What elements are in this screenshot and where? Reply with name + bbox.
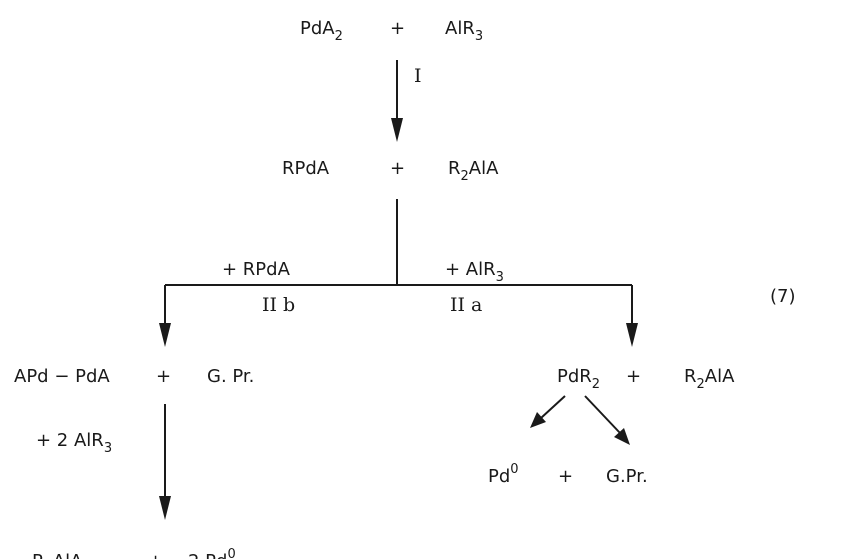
- left-step-2-arrowhead: [159, 496, 171, 520]
- branch-left-step-label: II b: [262, 294, 295, 316]
- step-1-arrowhead: [391, 118, 403, 142]
- decomp-pd0: Pd0: [488, 462, 519, 487]
- plus-sign: +: [390, 18, 405, 39]
- decomp-left-arrow-shaft: [540, 395, 566, 419]
- branch-left-reagent: + RPdA: [222, 259, 291, 280]
- branch-right-reagent: + AlR3: [445, 259, 504, 285]
- plus-sign: +: [156, 366, 171, 387]
- branch-right-arrowhead: [626, 323, 638, 347]
- final-pd0: 2 Pd0: [188, 547, 236, 559]
- plus-sign: +: [626, 366, 641, 387]
- reactant-pdcl2: PdA2: [300, 18, 343, 44]
- intermediate-r2ala: R2AlA: [448, 158, 499, 184]
- decomp-gas: G.Pr.: [606, 466, 648, 487]
- step-1-label: I: [414, 65, 422, 87]
- plus-sign: +: [558, 466, 573, 487]
- intermediate-rpda: RPdA: [282, 158, 330, 179]
- branch-left-arrowhead: [159, 323, 171, 347]
- left-step-2-reagent: + 2 AlR3: [36, 430, 112, 456]
- decomp-left-arrowhead: [530, 412, 546, 428]
- equation-number: (7): [770, 286, 796, 307]
- plus-sign: +: [390, 158, 405, 179]
- final-r2ala: R2AlA: [32, 551, 83, 559]
- decomp-right-arrow-shaft: [584, 395, 621, 434]
- product-pdr2: PdR2: [557, 366, 600, 392]
- decomp-right-arrowhead: [614, 428, 630, 445]
- product-r2ala: R2AlA: [684, 366, 735, 392]
- product-gas: G. Pr.: [207, 366, 254, 387]
- reactant-alr3: AlR3: [445, 18, 483, 44]
- branch-right-step-label: II a: [450, 294, 482, 316]
- product-apd-pda: APd − PdA: [14, 366, 110, 387]
- plus-sign: +: [148, 551, 163, 559]
